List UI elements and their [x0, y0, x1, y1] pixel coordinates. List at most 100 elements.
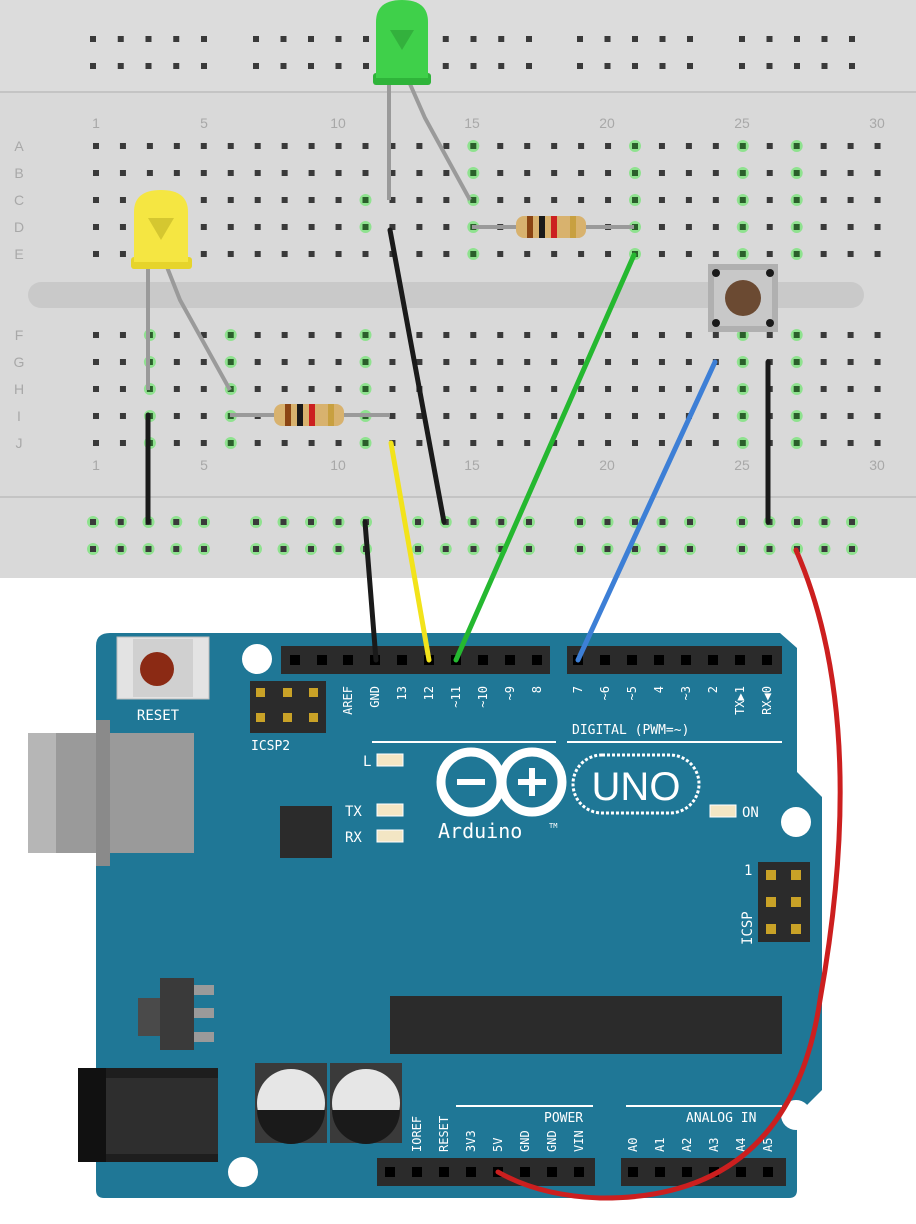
bottom-pin-socket[interactable]	[520, 1167, 530, 1177]
breadboard-hole[interactable]	[658, 251, 665, 257]
breadboard-hole[interactable]	[227, 359, 234, 365]
bottom-pin-socket[interactable]	[682, 1167, 692, 1177]
breadboard-hole[interactable]	[578, 251, 585, 257]
breadboard-hole[interactable]	[847, 197, 854, 203]
breadboard-hole[interactable]	[658, 197, 665, 203]
digital-pin-socket[interactable]	[762, 655, 772, 665]
rail-hole[interactable]	[363, 63, 369, 69]
breadboard-hole[interactable]	[551, 251, 558, 257]
breadboard-hole[interactable]	[605, 413, 612, 419]
rail-hole[interactable]	[90, 36, 96, 42]
rail-hole[interactable]	[363, 36, 369, 42]
wire-blue-pin7[interactable]	[575, 359, 718, 663]
rail-hole[interactable]	[415, 546, 421, 552]
breadboard-hole[interactable]	[874, 143, 881, 149]
breadboard-hole[interactable]	[119, 386, 126, 392]
breadboard-hole[interactable]	[335, 359, 342, 365]
breadboard-hole[interactable]	[254, 143, 261, 149]
breadboard-hole[interactable]	[200, 332, 207, 338]
breadboard-hole[interactable]	[632, 413, 638, 419]
rail-hole[interactable]	[498, 546, 505, 552]
bottom-pin-socket[interactable]	[736, 1167, 746, 1177]
breadboard-hole[interactable]	[820, 386, 827, 392]
digital-pin-socket[interactable]	[317, 655, 327, 665]
rail-hole[interactable]	[632, 36, 638, 42]
breadboard-hole[interactable]	[658, 386, 665, 392]
rail-hole[interactable]	[470, 63, 477, 69]
breadboard-hole[interactable]	[308, 332, 315, 338]
rail-hole[interactable]	[173, 36, 180, 42]
rail-hole[interactable]	[794, 63, 800, 69]
breadboard-hole[interactable]	[605, 143, 612, 149]
breadboard-hole[interactable]	[874, 386, 881, 392]
rail-hole[interactable]	[577, 519, 583, 525]
breadboard-hole[interactable]	[335, 332, 342, 338]
breadboard-hole[interactable]	[173, 440, 180, 446]
breadboard-hole[interactable]	[200, 143, 207, 149]
breadboard-hole[interactable]	[470, 440, 477, 446]
breadboard-hole[interactable]	[119, 224, 126, 230]
breadboard-hole[interactable]	[712, 440, 719, 446]
rail-hole[interactable]	[739, 36, 745, 42]
breadboard-hole[interactable]	[119, 251, 126, 257]
rail-hole[interactable]	[498, 36, 505, 42]
breadboard-hole[interactable]	[470, 359, 477, 365]
breadboard-hole[interactable]	[389, 170, 396, 176]
breadboard-hole[interactable]	[820, 413, 827, 419]
breadboard-hole[interactable]	[200, 359, 207, 365]
breadboard-hole[interactable]	[685, 143, 692, 149]
digital-pin-socket[interactable]	[654, 655, 664, 665]
bottom-pin-socket[interactable]	[412, 1167, 422, 1177]
breadboard-hole[interactable]	[847, 170, 854, 176]
breadboard-hole[interactable]	[524, 413, 531, 419]
breadboard-hole[interactable]	[874, 359, 881, 365]
breadboard-hole[interactable]	[200, 386, 207, 392]
breadboard-hole[interactable]	[605, 332, 612, 338]
breadboard-hole[interactable]	[146, 143, 153, 149]
breadboard-hole[interactable]	[766, 143, 773, 149]
breadboard-hole[interactable]	[820, 440, 827, 446]
breadboard-hole[interactable]	[281, 170, 288, 176]
rail-hole[interactable]	[604, 546, 611, 552]
digital-pin-socket[interactable]	[505, 655, 515, 665]
breadboard-hole[interactable]	[335, 224, 342, 230]
breadboard-hole[interactable]	[93, 386, 99, 392]
breadboard-hole[interactable]	[254, 386, 261, 392]
breadboard-hole[interactable]	[389, 143, 396, 149]
breadboard-hole[interactable]	[173, 359, 180, 365]
breadboard-hole[interactable]	[443, 197, 450, 203]
rail-hole[interactable]	[604, 519, 611, 525]
breadboard-hole[interactable]	[551, 197, 558, 203]
breadboard-hole[interactable]	[551, 170, 558, 176]
breadboard-hole[interactable]	[335, 251, 342, 257]
breadboard-hole[interactable]	[658, 332, 665, 338]
breadboard-hole[interactable]	[443, 413, 450, 419]
breadboard-hole[interactable]	[416, 359, 423, 365]
breadboard-hole[interactable]	[793, 386, 800, 392]
breadboard-hole[interactable]	[443, 440, 450, 446]
digital-pin-socket[interactable]	[600, 655, 610, 665]
breadboard-hole[interactable]	[524, 440, 531, 446]
breadboard-hole[interactable]	[227, 224, 234, 230]
breadboard-hole[interactable]	[524, 332, 531, 338]
breadboard-hole[interactable]	[308, 440, 315, 446]
breadboard-hole[interactable]	[416, 224, 423, 230]
rail-hole[interactable]	[173, 519, 180, 525]
breadboard-hole[interactable]	[632, 197, 638, 203]
digital-pin-socket[interactable]	[627, 655, 637, 665]
breadboard-hole[interactable]	[497, 197, 504, 203]
breadboard-hole[interactable]	[443, 251, 450, 257]
breadboard-hole[interactable]	[93, 143, 99, 149]
bottom-pin-socket[interactable]	[439, 1167, 449, 1177]
rail-hole[interactable]	[253, 63, 259, 69]
breadboard-hole[interactable]	[766, 197, 773, 203]
breadboard-hole[interactable]	[200, 440, 207, 446]
breadboard-hole[interactable]	[820, 143, 827, 149]
rail-hole[interactable]	[687, 546, 693, 552]
rail-hole[interactable]	[253, 519, 259, 525]
breadboard-hole[interactable]	[847, 386, 854, 392]
rail-hole[interactable]	[526, 36, 532, 42]
breadboard-hole[interactable]	[793, 251, 800, 257]
breadboard-hole[interactable]	[658, 359, 665, 365]
rail-hole[interactable]	[117, 546, 124, 552]
